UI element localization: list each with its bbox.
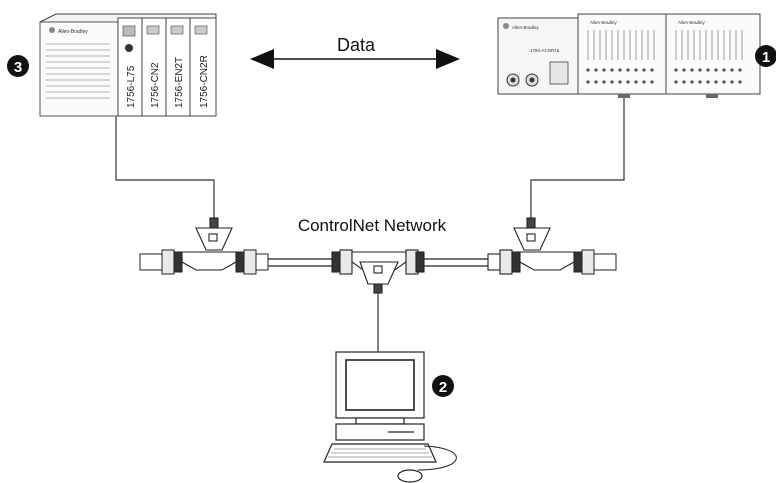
callout-2-text: 2 bbox=[439, 379, 447, 396]
workstation-computer bbox=[323, 351, 457, 483]
network-label: ControlNet Network bbox=[298, 216, 447, 235]
controllogix-chassis: Allen-Bradley 1756-L75 1756-CN2 1756-EN2… bbox=[39, 13, 217, 117]
drop-cables bbox=[115, 95, 625, 352]
system-unit bbox=[335, 423, 425, 441]
right-terminator bbox=[573, 249, 617, 275]
callout-3: 3 bbox=[7, 55, 29, 77]
adapter-brand: Allen-Bradley bbox=[512, 25, 540, 30]
monitor-screen bbox=[345, 359, 415, 411]
flex-io-adapter: Allen-Bradley 1794-ACNR15 Allen-Bradley … bbox=[497, 13, 761, 98]
chassis-drop-cable bbox=[115, 115, 215, 218]
module-label-4: 1756-CN2R bbox=[199, 55, 210, 108]
adapter-model: 1794-ACNR15 bbox=[530, 48, 560, 53]
data-label: Data bbox=[337, 35, 376, 55]
callout-3-text: 3 bbox=[14, 59, 22, 76]
module-label-2: 1756-CN2 bbox=[150, 62, 161, 108]
io-brand-1: Allen-Bradley bbox=[590, 20, 618, 25]
callout-1-text: 1 bbox=[762, 49, 770, 66]
left-terminator bbox=[139, 249, 269, 275]
right-tap bbox=[487, 217, 575, 275]
left-tap bbox=[181, 217, 237, 271]
trunk-cable bbox=[268, 258, 488, 267]
callout-1: 1 bbox=[755, 45, 776, 67]
adapter-drop-cable bbox=[530, 95, 625, 218]
module-label-3: 1756-EN2T bbox=[174, 57, 185, 108]
chassis-brand: Allen-Bradley bbox=[58, 29, 88, 35]
mouse-cable bbox=[417, 445, 457, 471]
data-arrow bbox=[250, 49, 460, 69]
center-tap bbox=[331, 249, 425, 294]
mouse bbox=[397, 469, 423, 483]
callout-2: 2 bbox=[432, 375, 454, 397]
module-label-1: 1756-L75 bbox=[126, 65, 137, 108]
io-brand-2: Allen-Bradley bbox=[678, 20, 706, 25]
